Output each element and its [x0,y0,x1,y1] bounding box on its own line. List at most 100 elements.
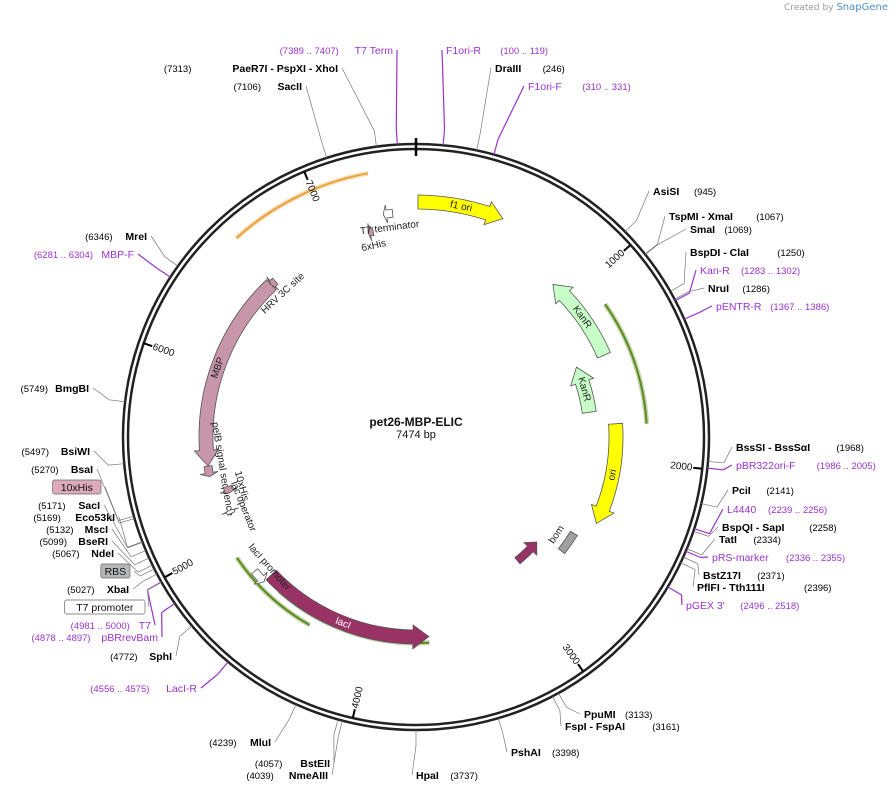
site-label-group[interactable]: F1ori-R(100 .. 119) [446,45,548,57]
site-label-group[interactable]: Eco53kI(5169) [33,512,115,524]
site-label-group[interactable]: PshAI(3398) [511,747,579,759]
site-leader [558,692,567,708]
site-label-group[interactable]: BssSI - BssSαI(1968) [736,442,864,454]
site-label-group[interactable]: NruI(1286) [708,283,770,295]
site-label-group[interactable]: SmaI(1069) [690,224,752,236]
site-leader [707,461,724,464]
site-name: TatI [719,534,737,546]
tick-mark [693,466,703,470]
site-position: (2239 .. 2256) [768,505,827,516]
site-position: (246) [543,64,565,75]
site-label-group[interactable]: BstZ17I(2371) [703,570,785,582]
site-position: (5099) [40,537,67,548]
site-label-group[interactable]: TatI(2334) [719,534,781,546]
brand-watermark: Created by SnapGene [784,2,888,13]
site-name: pRS-marker [712,552,769,564]
site-label-group[interactable]: PpuMI(3133) [584,709,652,721]
site-position: (4057) [255,759,282,770]
site-label-group[interactable]: T7 Term(7389 .. 7407) [280,45,394,57]
site-label-group[interactable]: L4440(2239 .. 2256) [727,504,827,516]
site-name: HpaI [416,770,439,782]
site-name: BssSI - BssSαI [736,442,810,454]
feature-label-lacipromoter: lacI promoter [246,542,293,593]
site-name: XbaI [107,584,129,596]
site-name: MluI [250,737,271,749]
feature-his10[interactable] [219,485,238,494]
site-connector [692,569,696,588]
site-leader [179,625,193,637]
site-label-group[interactable]: BspQI - SapI(2258) [722,522,837,534]
site-label-group[interactable]: BsiWI(5497) [22,446,91,458]
feature-bom[interactable] [557,530,578,555]
brand-prefix: Created by [784,3,834,13]
site-connector [502,733,508,753]
site-label-group[interactable]: MluI(4239) [209,737,271,749]
site-label-group[interactable]: pBR322ori-F(1986 .. 2005) [736,460,876,472]
feature-hrv3c[interactable] [266,276,280,291]
site-position: (3737) [450,771,477,782]
site-label-group[interactable]: BstEII(4057) [255,758,330,770]
site-label-group[interactable]: PciI(2141) [732,485,794,497]
site-label-group[interactable]: SacI(5171) [38,500,100,512]
site-name: BsaI [71,464,93,476]
feature-ori[interactable] [590,422,624,525]
site-connector [103,504,128,548]
site-name: BspDI - ClaI [690,247,749,259]
feature-pelb[interactable] [200,465,219,477]
site-label-group[interactable]: MreI(6346) [85,231,147,243]
site-leader [674,292,690,302]
site-label-group[interactable]: BsaI(5270) [31,464,93,476]
site-label-group[interactable]: BseRI(5099) [40,536,109,548]
site-label-group[interactable]: RBS [100,563,131,579]
site-label-group[interactable]: TspMI - XmaI(1067) [669,211,784,223]
site-label-group[interactable]: DraIII(246) [495,63,565,75]
site-label-group[interactable]: pENTR-R(1367 .. 1386) [716,301,829,313]
site-label-group[interactable]: 10xHis [52,479,102,495]
site-label-group[interactable]: NmeAIII(4039) [246,770,328,782]
site-label-group[interactable]: LacI-R(4556 .. 4575) [90,683,197,695]
site-leader [624,220,637,232]
site-label-group[interactable]: T7(4981 .. 5000) [71,620,152,632]
site-name: PshAI [511,747,541,759]
site-leader [395,128,398,145]
site-label-group[interactable]: BmgBI(5749) [21,383,90,395]
feature-rop[interactable] [514,541,538,565]
feature-laci[interactable] [265,569,430,650]
site-label-group[interactable]: XbaI(5027) [67,584,129,596]
feature-kanr1[interactable] [552,283,611,359]
site-connector [200,673,219,689]
feature-t7term[interactable] [382,204,394,224]
site-name: PaeR7I - PspXI - XhoI [232,63,338,75]
site-connector [697,563,700,576]
site-label-group[interactable]: HpaI (3737) [416,770,478,782]
site-label-group[interactable]: BspDI - ClaI(1250) [690,247,805,259]
feature-mbp[interactable] [193,279,277,467]
site-label-group[interactable]: FspI - FspAI(3161) [565,721,680,733]
site-label-group[interactable]: SacII(7106) [234,81,303,93]
feature-label-t7term: T7 terminator [360,219,421,237]
site-label-group[interactable]: pGEX 3'(2496 .. 2518) [686,600,799,612]
site-label-group[interactable]: SphI(4772) [110,651,172,663]
feature-kanr2[interactable] [570,366,597,414]
site-label-group[interactable]: F1ori-F(310 .. 331) [528,81,631,93]
site-label-group[interactable]: PaeR7I - PspXI - XhoI(7313) [164,63,338,75]
site-position: (2141) [766,486,793,497]
site-leader [644,243,658,255]
feature-f1ori[interactable] [417,194,504,226]
site-label-group[interactable]: MscI(5132) [46,524,108,536]
site-label-group[interactable]: PflFI - Tth111I(2396) [697,582,831,594]
site-label-group[interactable]: NdeI(5067) [52,548,114,560]
site-label-group[interactable]: T7 promoter [64,599,146,615]
feature-his6[interactable] [367,223,375,242]
site-leader [493,138,499,155]
site-label-group[interactable]: pRS-marker (2336 .. 2355) [712,552,845,564]
site-position: (2336 .. 2355) [786,553,845,564]
feature-lacipromoter[interactable] [250,568,268,585]
site-position: (6281 .. 6304) [34,250,93,261]
site-label-group[interactable]: Kan-R(1283 .. 1302) [700,265,800,277]
feature-lacoperator[interactable] [221,507,239,516]
site-label-group[interactable]: pBRrevBam(4878 .. 4897) [31,632,158,644]
site-label-group[interactable]: AsiSI(945) [653,186,716,198]
site-leader [552,696,561,711]
site-label-group[interactable]: MBP-F(6281 .. 6304) [34,249,134,261]
